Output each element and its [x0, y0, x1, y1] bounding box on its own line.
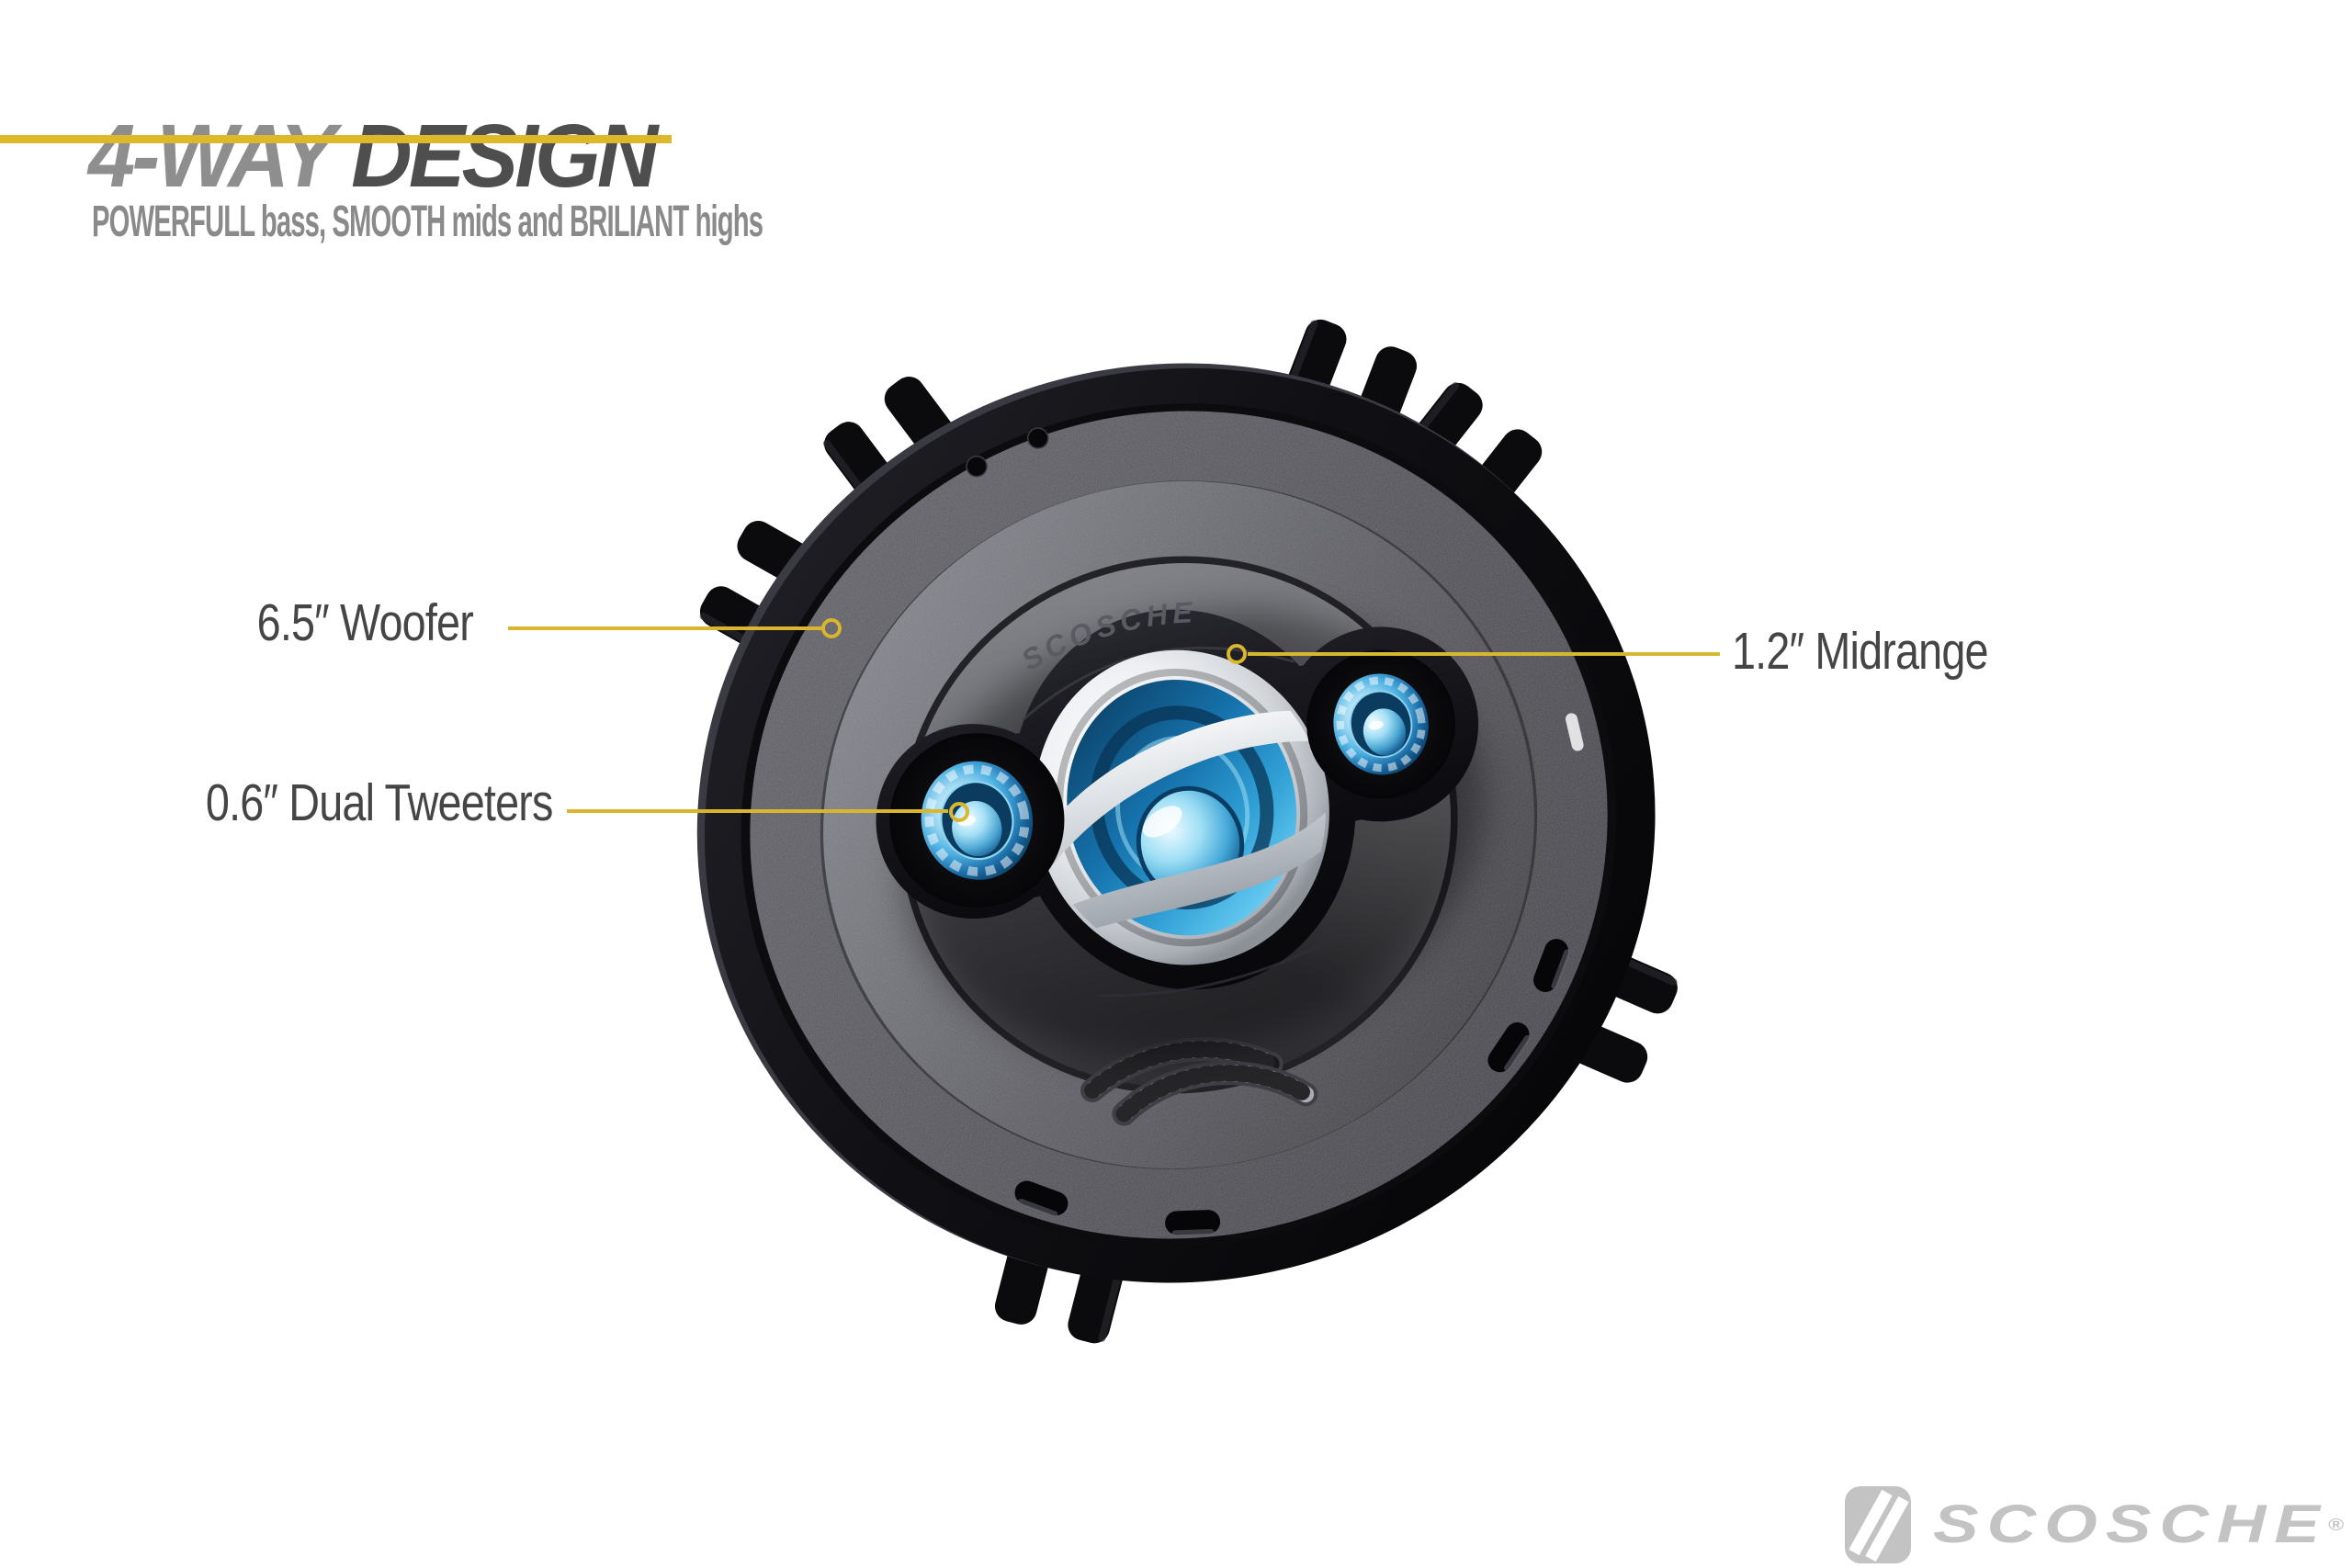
brand-logo-wordmark: SCOSCHE® — [1933, 1486, 2344, 1563]
callout-tweeters-dot — [949, 802, 969, 822]
midrange-driver — [1034, 649, 1340, 965]
title-underline — [0, 135, 672, 143]
tweeter-right-specular — [1368, 720, 1384, 730]
tweeter-left — [889, 733, 1065, 908]
callout-midrange-leader-line — [1248, 652, 1720, 656]
registered-mark: ® — [2327, 1516, 2344, 1534]
callout-woofer-label: 6.5″ Woofer — [256, 593, 474, 652]
callout-tweeters-leader-line — [567, 809, 948, 813]
subtitle: POWERFULL bass, SMOOTH mids and BRILIANT… — [92, 197, 763, 246]
driver-bridge: SCOSCHE — [876, 588, 1479, 998]
bridge-bottom-edge — [1098, 929, 1348, 998]
brand-logo: SCOSCHE® — [1845, 1486, 2344, 1563]
tweeter-right-dome — [1363, 708, 1407, 756]
callout-woofer-dot — [821, 618, 842, 638]
callout-tweeters-label: 0.6″ Dual Tweeters — [206, 773, 553, 832]
tweeter-right-ribs — [1336, 676, 1426, 773]
callout-woofer-leader-line — [508, 626, 821, 630]
foam-surround-texture — [823, 480, 1534, 1169]
tweeter-left-ribs — [924, 764, 1030, 876]
speaker-assembly: SCOSCHE — [690, 312, 1686, 1348]
title-part-dark: DESIGN — [331, 105, 658, 206]
brand-logo-emblem-icon — [1845, 1486, 1911, 1563]
midrange-grille-bars — [1040, 710, 1340, 937]
midrange-specular — [1142, 806, 1182, 838]
page-title: 4-WAY DESIGN — [88, 111, 658, 200]
callout-midrange-label: 1.2″ Midrange — [1732, 622, 1989, 681]
callout-midrange-dot — [1227, 644, 1247, 664]
title-part-light: 4-WAY — [88, 105, 334, 206]
brand-logo-text: SCOSCHE — [1933, 1495, 2328, 1554]
tweeter-right — [1306, 649, 1456, 799]
foam-gasket-texture — [750, 411, 1608, 1239]
